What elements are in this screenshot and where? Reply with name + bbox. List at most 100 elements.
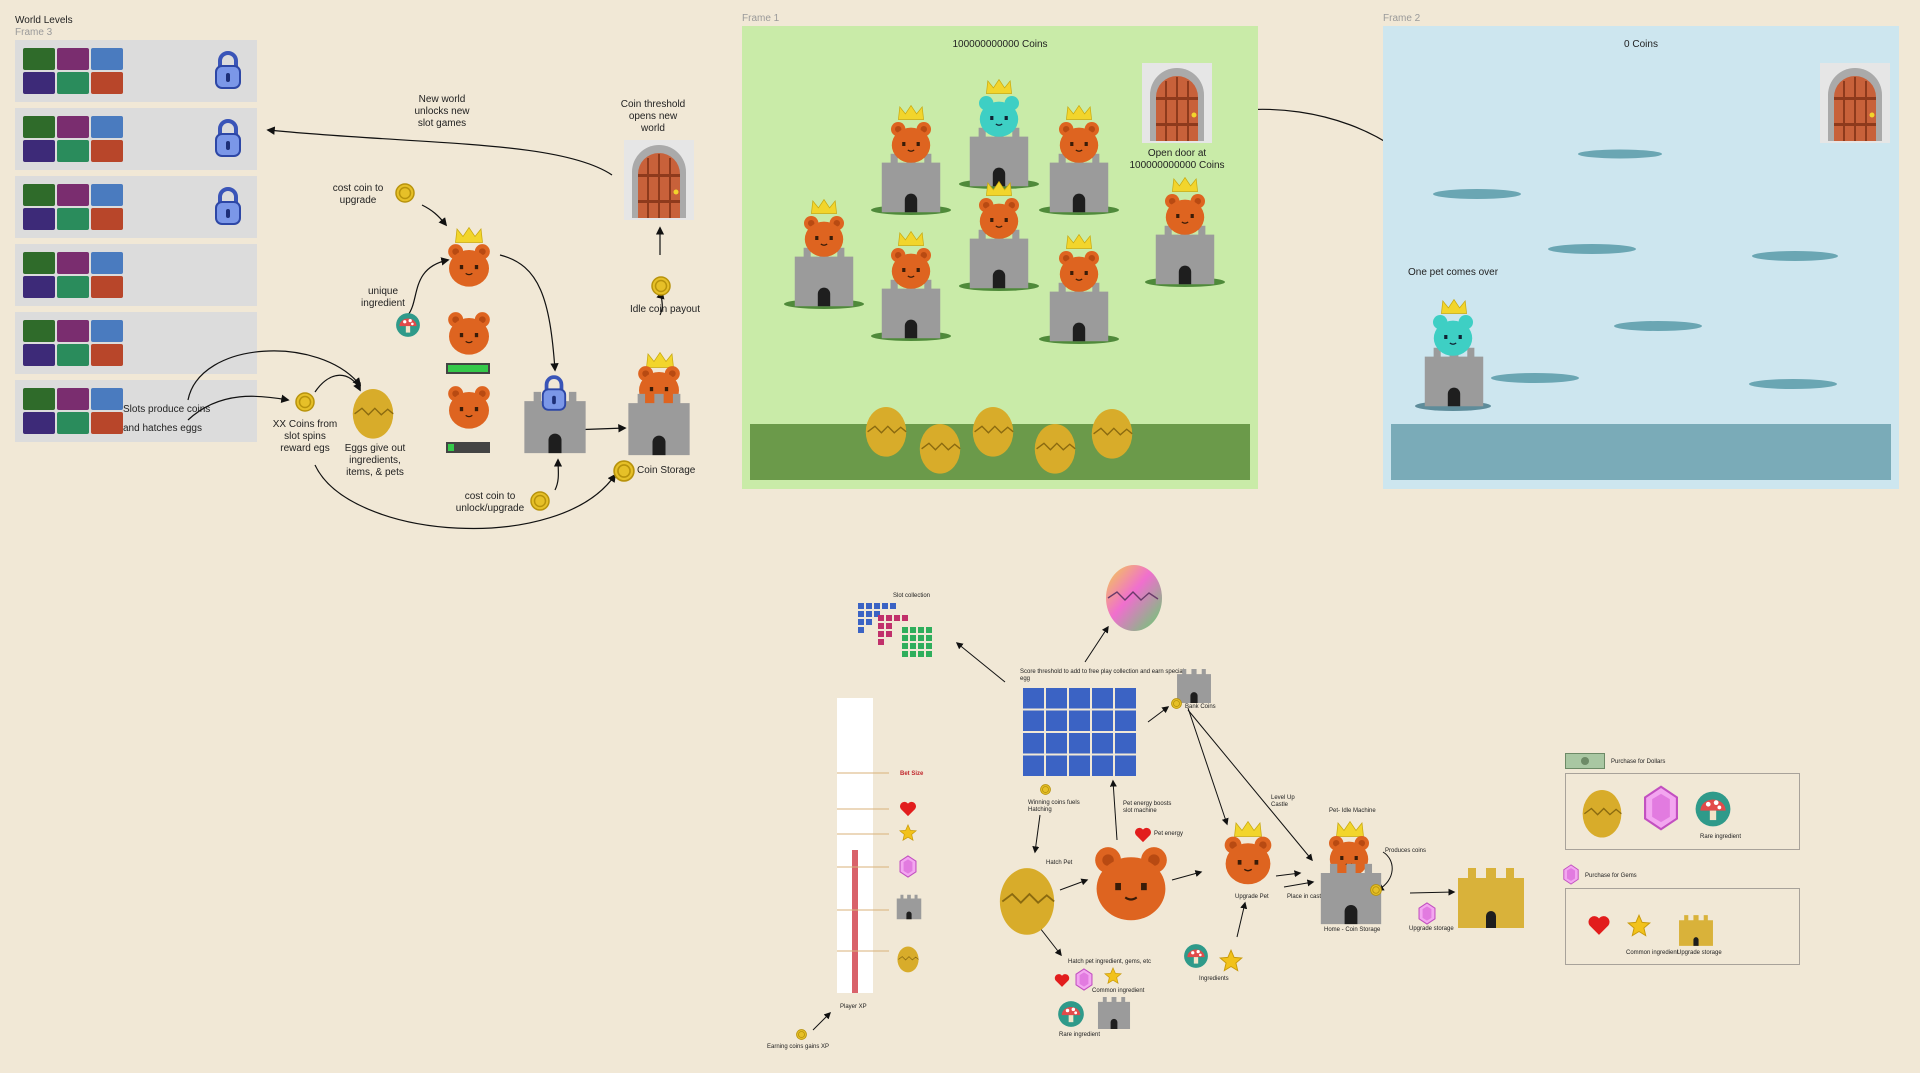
rare-ingredient-label: Rare ingredient xyxy=(1059,1032,1101,1038)
big-pet-icon xyxy=(1088,840,1174,926)
coin-icon xyxy=(1370,884,1382,896)
world-levels-title: World Levels xyxy=(15,15,73,26)
gem-icon xyxy=(1418,902,1436,925)
mushroom-icon xyxy=(1694,790,1732,828)
frame1-label: Frame 1 xyxy=(742,13,780,24)
egg-icon xyxy=(896,944,920,973)
slot-cell xyxy=(1046,755,1067,776)
score-threshold-label: Score threshold to add to free play coll… xyxy=(1020,669,1185,682)
dollar-bill-icon xyxy=(1565,753,1605,769)
slot-cell xyxy=(1092,688,1113,709)
unique-ingredient-note: unique ingredient xyxy=(361,286,405,309)
eggs-give-note: Eggs give out ingredients, items, & pets xyxy=(344,443,406,478)
special-egg-icon xyxy=(1106,565,1162,631)
heart-icon xyxy=(899,801,917,817)
star-icon xyxy=(1104,967,1122,985)
slot-machine-grid xyxy=(1023,688,1136,776)
frame2-canvas: 0 Coins One pet comes over xyxy=(1383,26,1899,489)
coin-threshold-note: Coin threshold opens new world xyxy=(620,99,686,134)
world-row-4[interactable] xyxy=(15,244,257,306)
common-ingredient-label: Common ingredient xyxy=(1092,988,1145,994)
hatch-ingredients-label: Hatch pet ingredient, gems, etc xyxy=(1068,959,1152,965)
world-row-3[interactable] xyxy=(15,176,257,238)
castle-icon xyxy=(895,894,923,920)
slot-cell xyxy=(1115,733,1136,754)
coin-icon xyxy=(796,1029,807,1040)
frame2-pet-note: One pet comes over xyxy=(1408,267,1499,278)
gem-icon xyxy=(1563,864,1579,885)
upgrade-pet-label: Upgrade Pet xyxy=(1235,894,1269,900)
gem-shop-panel[interactable]: Common ingredient Upgrade storage xyxy=(1565,888,1800,965)
xp-ticks xyxy=(837,772,889,952)
slot-thumbnails xyxy=(23,48,123,94)
slot-thumbnails xyxy=(23,184,123,230)
cost-unlock-note: cost coin to unlock/upgrade xyxy=(455,491,525,514)
bet-size-label: Bet Size xyxy=(900,771,924,777)
gem-icon xyxy=(899,855,917,878)
coin-icon xyxy=(1040,784,1051,795)
castle-icon xyxy=(1096,996,1132,1030)
slot-cell xyxy=(1069,710,1090,731)
slot-cell xyxy=(1023,733,1044,754)
slot-cell xyxy=(1115,755,1136,776)
upgrade-pet-icon xyxy=(1220,832,1276,888)
frame3-label: Frame 3 xyxy=(15,27,53,38)
purchase-gems-label: Purchase for Gems xyxy=(1585,873,1637,879)
rare-ingredient-label: Rare ingredient xyxy=(1700,834,1742,840)
star-icon xyxy=(899,824,917,842)
cost-upgrade-note: cost coin to upgrade xyxy=(332,183,384,206)
slot-collection-grid xyxy=(858,603,932,657)
hatches-eggs-note: and hatches eggs xyxy=(123,423,202,434)
frame2-label: Frame 2 xyxy=(1383,13,1421,24)
slot-cell xyxy=(1046,688,1067,709)
slot-collection-label: Slot collection xyxy=(893,593,931,599)
slot-cell xyxy=(1092,755,1113,776)
slot-cell xyxy=(1115,710,1136,731)
coin-icon xyxy=(1171,698,1182,709)
frame1-door-note: Open door at 100000000000 Coins xyxy=(1129,148,1225,171)
slot-cell xyxy=(1069,733,1090,754)
gold-castle-icon xyxy=(1678,914,1714,947)
frame2-water xyxy=(1391,424,1891,480)
gold-castle-icon xyxy=(1456,866,1526,930)
slot-cell xyxy=(1115,688,1136,709)
upgrade-storage-label: Upgrade storage xyxy=(1409,926,1454,932)
frame1-canvas: 100000000000 Coins Open door at 10000000… xyxy=(742,26,1258,489)
gem-icon xyxy=(1075,968,1093,991)
xx-coins-note: XX Coins from slot spins reward egs xyxy=(272,419,338,454)
slot-cell xyxy=(1046,710,1067,731)
place-in-castle-label: Place in castle xyxy=(1287,894,1326,900)
slot-cell xyxy=(1092,733,1113,754)
world-row-6[interactable]: Slots produce coins and hatches eggs xyxy=(15,380,257,442)
star-icon xyxy=(1627,914,1651,938)
mushroom-icon xyxy=(1057,1000,1085,1028)
world-row-1[interactable] xyxy=(15,40,257,102)
slot-cell xyxy=(1046,733,1067,754)
slot-cell xyxy=(1023,688,1044,709)
world-row-2[interactable] xyxy=(15,108,257,170)
winning-coins-label: Winning coins fuels Hatching xyxy=(1028,800,1080,813)
slot-thumbnails xyxy=(23,252,123,298)
earning-xp-label: Earning coins gains XP xyxy=(767,1044,830,1050)
produces-coins-label: Produces coins xyxy=(1385,848,1427,854)
coin-storage-note: Coin Storage xyxy=(637,465,696,476)
new-world-note: New world unlocks new slot games xyxy=(414,94,470,129)
slot-cell xyxy=(1069,688,1090,709)
frame1-scene xyxy=(784,79,1225,475)
dollar-shop-panel[interactable]: Rare ingredient xyxy=(1565,773,1800,850)
gem-icon xyxy=(1643,785,1679,831)
slot-cell xyxy=(1023,710,1044,731)
frame1-coin-count: 100000000000 Coins xyxy=(952,39,1048,50)
slot-thumbnails xyxy=(23,116,123,162)
home-storage-label: Home - Coin Storage xyxy=(1324,927,1381,933)
pet-energy-label: Pet energy xyxy=(1154,831,1184,837)
slot-cell xyxy=(1023,755,1044,776)
ingredients-label: Ingredients xyxy=(1199,976,1229,982)
pet-energy-boosts-label: Pet energy boosts slot machine xyxy=(1123,801,1172,814)
player-xp-fill xyxy=(852,850,858,993)
pet-progress-low xyxy=(446,442,490,453)
slot-thumbnails xyxy=(23,388,123,434)
frame2-scene xyxy=(1415,149,1838,411)
heart-icon xyxy=(1587,915,1611,936)
